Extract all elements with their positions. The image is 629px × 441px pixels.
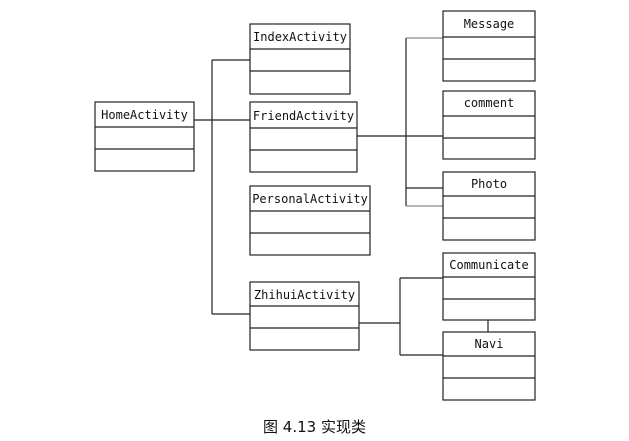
class-box-photo: Photo — [442, 171, 536, 241]
class-name-navi: Navi — [475, 337, 504, 351]
class-box-communicate: Communicate — [442, 252, 536, 321]
class-name-friend: FriendActivity — [253, 109, 354, 123]
class-name-communicate: Communicate — [449, 258, 528, 272]
class-name-zhihui: ZhihuiActivity — [254, 288, 355, 302]
figure-caption: 图 4.13 实现类 — [263, 418, 366, 436]
class-name-index: IndexActivity — [253, 30, 347, 44]
class-box-personal: PersonalActivity — [249, 185, 371, 256]
class-box-friend: FriendActivity — [249, 101, 358, 173]
class-box-comment: comment — [442, 90, 536, 160]
class-box-message: Message — [442, 10, 536, 82]
class-name-comment: comment — [464, 96, 515, 110]
connectors — [194, 37, 489, 356]
class-name-photo: Photo — [471, 177, 507, 191]
class-name-home: HomeActivity — [101, 108, 188, 122]
class-box-index: IndexActivity — [249, 23, 351, 95]
class-box-home: HomeActivity — [94, 101, 195, 172]
class-box-navi: Navi — [442, 331, 536, 401]
class-name-message: Message — [464, 17, 515, 31]
class-name-personal: PersonalActivity — [252, 192, 368, 206]
class-box-zhihui: ZhihuiActivity — [249, 281, 360, 351]
